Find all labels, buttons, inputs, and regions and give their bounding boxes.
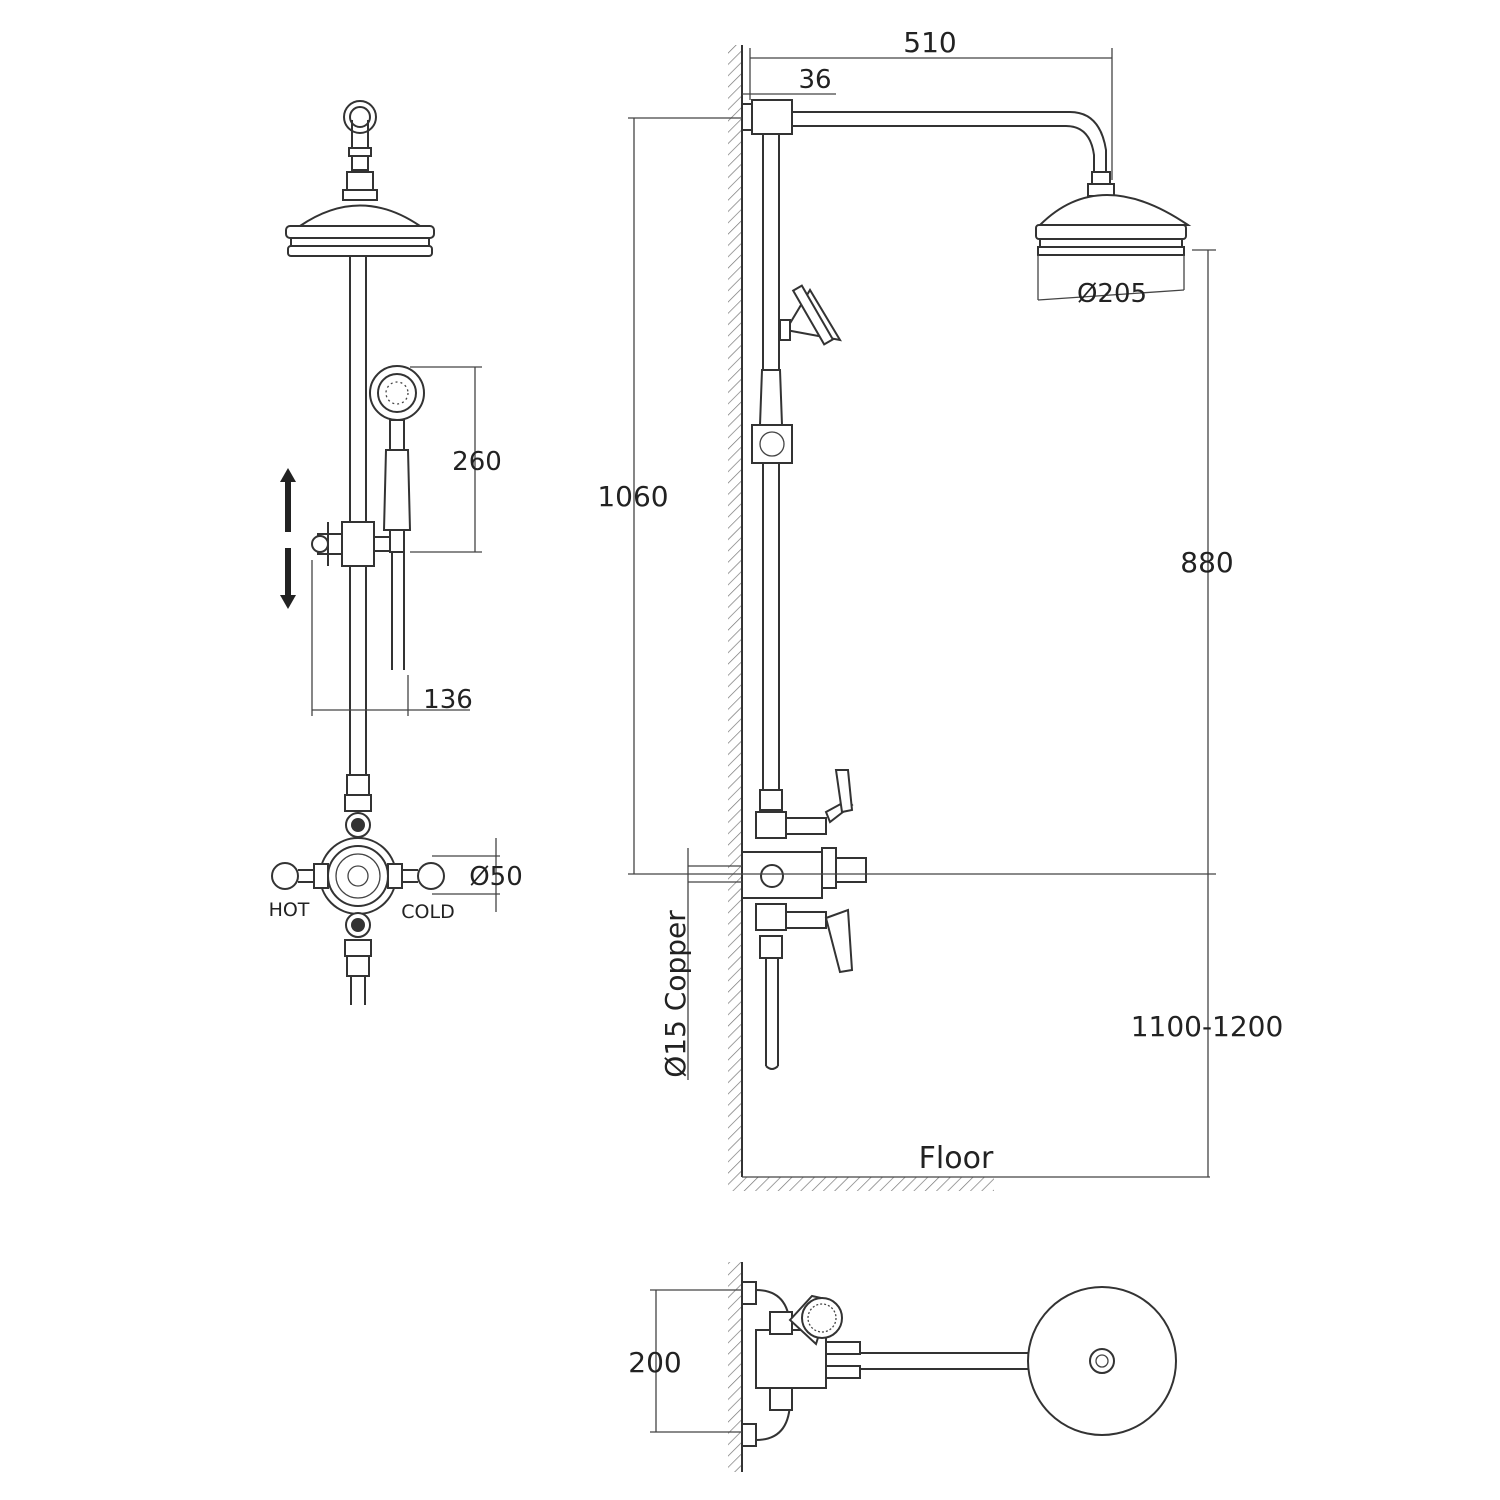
dim-1060-label: 1060 bbox=[597, 480, 668, 513]
side-shower-head bbox=[1035, 194, 1192, 256]
label-hot: HOT bbox=[269, 899, 310, 921]
side-shower-arm bbox=[741, 99, 1115, 197]
top-shower-head bbox=[1027, 1286, 1177, 1436]
pipe-label: Ø15 Copper bbox=[659, 910, 692, 1078]
dim-510-label: 510 bbox=[903, 26, 956, 59]
dim-510: 510 bbox=[749, 26, 1113, 180]
front-shower-head bbox=[285, 204, 435, 257]
front-view: 260 136 Ø50 HOT COLD bbox=[269, 100, 523, 1005]
dim-1060: 1060 bbox=[597, 117, 742, 874]
side-thermostatic-valve bbox=[741, 769, 867, 1070]
dim-50: Ø50 bbox=[432, 838, 523, 912]
dim-1100-1200-label: 1100-1200 bbox=[1131, 1010, 1284, 1043]
dim-200-label: 200 bbox=[628, 1346, 681, 1379]
dim-205: Ø205 bbox=[1037, 255, 1185, 309]
side-hand-shower bbox=[751, 284, 842, 464]
dim-36: 36 bbox=[742, 65, 836, 95]
side-view: Floor bbox=[597, 26, 1283, 1191]
dim-136-label: 136 bbox=[423, 685, 473, 715]
dim-260: 260 bbox=[410, 366, 502, 553]
front-riser-rail bbox=[349, 256, 367, 775]
front-slider-bracket bbox=[311, 521, 391, 567]
slide-direction-arrow bbox=[280, 468, 296, 609]
label-floor: Floor bbox=[919, 1141, 994, 1176]
top-view: 200 bbox=[628, 1262, 1177, 1472]
dim-880: 880 bbox=[1180, 249, 1234, 874]
dim-36-label: 36 bbox=[798, 65, 831, 95]
front-ceiling-arm bbox=[342, 100, 378, 201]
top-wall bbox=[728, 1262, 743, 1472]
dim-136: 136 bbox=[311, 560, 473, 716]
dim-880-label: 880 bbox=[1180, 546, 1233, 579]
dim-50-label: Ø50 bbox=[469, 862, 523, 892]
dim-260-label: 260 bbox=[452, 447, 502, 477]
front-hand-shower bbox=[369, 365, 425, 670]
dim-205-label: Ø205 bbox=[1077, 279, 1147, 309]
wall bbox=[728, 45, 743, 1177]
dim-1100-1200: 1100-1200 bbox=[1131, 874, 1284, 1177]
label-cold: COLD bbox=[401, 901, 454, 923]
dim-15-copper: Ø15 Copper bbox=[659, 848, 742, 1080]
dim-200: 200 bbox=[628, 1289, 742, 1433]
top-valve-assembly bbox=[741, 1281, 861, 1447]
floor bbox=[728, 1176, 1210, 1191]
front-thermostatic-valve bbox=[271, 774, 445, 1005]
